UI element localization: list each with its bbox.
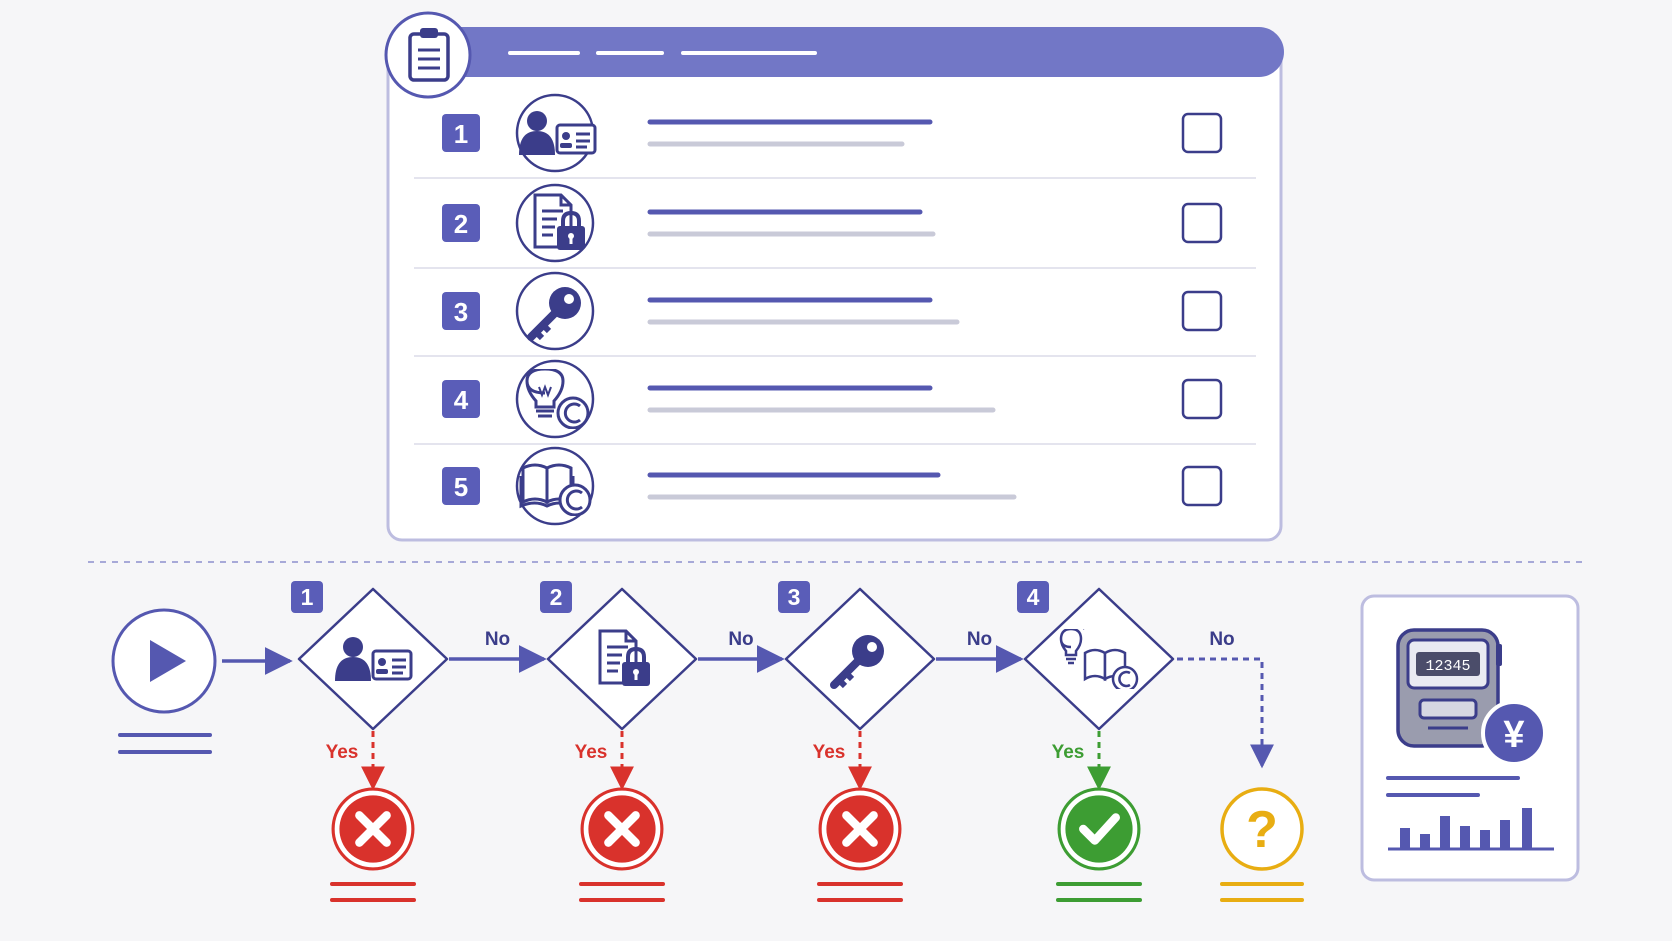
step-number-badge: 3	[778, 581, 810, 613]
yes-label: Yes	[1052, 742, 1085, 763]
no-label: No	[728, 629, 753, 650]
meter-icon: 12345	[1396, 628, 1502, 748]
checklist-row: 1	[414, 93, 1256, 179]
currency-symbol: ¥	[1503, 714, 1524, 756]
yes-label: Yes	[813, 742, 846, 763]
bar-chart-icon	[1388, 808, 1554, 851]
start-node[interactable]	[111, 608, 217, 714]
no-label: No	[967, 629, 992, 650]
step-number: 3	[454, 297, 468, 327]
checklist-row: 3	[414, 271, 1256, 357]
checkbox[interactable]	[1181, 202, 1223, 244]
yen-coin-icon: ¥	[1481, 700, 1547, 766]
checklist-row: 5	[442, 446, 1223, 526]
step-number-badge: 4	[442, 380, 480, 418]
no-arrow-final	[1177, 657, 1274, 769]
meter-reading: 12345	[1425, 658, 1470, 675]
checkbox[interactable]	[1181, 378, 1223, 420]
reject-icon	[820, 789, 900, 869]
checklist-row: 4	[414, 359, 1256, 445]
no-label: No	[1209, 629, 1234, 650]
step-number: 1	[454, 119, 468, 149]
step-number-badge: 1	[442, 114, 480, 152]
question-icon: ?	[1220, 787, 1304, 871]
reject-icon	[582, 789, 662, 869]
step-number: 2	[550, 584, 563, 610]
book-copyright-icon	[515, 446, 595, 526]
step-number: 4	[454, 385, 469, 415]
step-number: 3	[788, 584, 801, 610]
step-number: 2	[454, 209, 468, 239]
result-card: 12345 ¥	[1360, 594, 1580, 882]
step-number-badge: 5	[442, 467, 480, 505]
no-label: No	[485, 629, 510, 650]
clipboard-icon	[384, 11, 472, 99]
step-number-badge: 1	[291, 581, 323, 613]
checklist-row: 2	[414, 183, 1256, 269]
lightbulb-copyright-icon	[515, 359, 595, 439]
locked-document-icon	[515, 183, 595, 263]
checkbox[interactable]	[1181, 290, 1223, 332]
step-number: 1	[301, 584, 314, 610]
step-number-badge: 4	[1017, 581, 1049, 613]
reject-icon	[333, 789, 413, 869]
id-card-icon	[515, 93, 597, 173]
svg-text:?: ?	[1246, 801, 1278, 859]
key-icon	[515, 271, 595, 351]
step-number-badge: 2	[540, 581, 572, 613]
step-number-badge: 2	[442, 204, 480, 242]
step-number-badge: 3	[442, 292, 480, 330]
checklist-header-bar	[430, 27, 1284, 77]
yes-label: Yes	[326, 742, 359, 763]
step-number: 4	[1027, 584, 1040, 610]
checkbox[interactable]	[1181, 112, 1223, 154]
approve-icon	[1059, 789, 1139, 869]
checkbox[interactable]	[1181, 465, 1223, 507]
yes-label: Yes	[575, 742, 608, 763]
play-icon	[150, 640, 186, 682]
step-number: 5	[454, 472, 468, 502]
checklist-card: 1 2 3 4 5	[384, 11, 1284, 542]
